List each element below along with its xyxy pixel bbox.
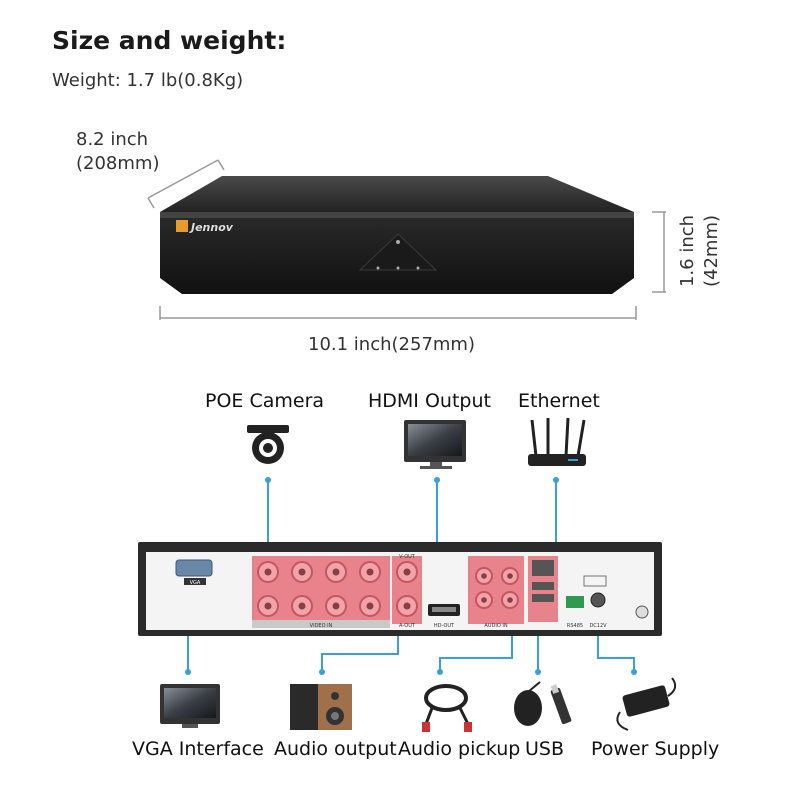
bnc-port-top-1-center [264, 568, 272, 576]
bnc-port-top-4-center [366, 568, 374, 576]
height-inch: 1.6 inch [677, 214, 698, 288]
usb-port-1 [532, 582, 554, 590]
svg-text:Jennov: Jennov [189, 221, 234, 234]
bnc-port-top-2-center [298, 568, 306, 576]
label-poe-camera: POE Camera [205, 390, 325, 412]
label-ethernet: Ethernet [518, 390, 600, 412]
bnc-port-top-3-center [332, 568, 340, 576]
power-adapter-icon [616, 677, 677, 731]
hd-out-label: HD-OUT [434, 623, 455, 629]
a-out-label: A-OUT [399, 623, 416, 629]
label-hdmi-output: HDMI Output [368, 390, 491, 412]
section-title: Size and weight: [52, 26, 287, 55]
nvr-front-view: Jennov [160, 176, 634, 294]
v-out-port-center [403, 568, 411, 576]
rca-cable-icon [422, 684, 472, 732]
audio-in-label: AUDIO IN [484, 623, 507, 629]
bnc-port-bottom-4-center [366, 602, 374, 610]
video-in-label: VIDEO IN [310, 623, 333, 629]
vga-port: VGA [175, 559, 213, 586]
label-audio-output: Audio output [274, 738, 397, 760]
height-mm: (42mm) [701, 214, 722, 288]
label-usb: USB [525, 738, 565, 760]
a-out-port-center [403, 602, 411, 610]
speaker-icon [290, 684, 352, 730]
monitor-icon [404, 420, 466, 469]
bnc-port-bottom-2-center [298, 602, 306, 610]
rs485-label: RS485 [567, 623, 583, 629]
nvr-rear-panel: VGA VIDEO IN V-OUT A-OUT HD-OUT AUDIO IN… [138, 542, 662, 636]
audio-ports [475, 567, 519, 609]
jennov-logo: Jennov [176, 220, 234, 234]
audio-in-port-3-center [481, 597, 487, 603]
depth-inch: 8.2 inch [76, 129, 149, 150]
depth-mm: (208mm) [76, 153, 160, 174]
router-icon [528, 417, 586, 466]
audio-in-port-1-center [481, 573, 487, 579]
ground-screw [635, 605, 649, 619]
bnc-port-bottom-3-center [332, 602, 340, 610]
height-dimension: 1.6 inch (42mm) [676, 206, 734, 296]
v-out-label: V-OUT [399, 554, 416, 560]
front-indicator-2 [396, 266, 400, 270]
dc12v-label: DC12V [589, 623, 607, 629]
usb-port-2 [532, 594, 554, 602]
rs485-terminal [566, 596, 584, 608]
weight-text: Weight: 1.7 lb(0.8Kg) [52, 70, 244, 91]
front-indicator-power [396, 240, 400, 244]
vga-monitor-icon [160, 684, 220, 728]
depth-dimension: 8.2 inch (208mm) [76, 128, 159, 176]
hdmi-port: HD-OUT [428, 604, 460, 629]
height-bracket [652, 211, 666, 293]
front-indicator-1 [376, 266, 380, 270]
front-indicator-3 [416, 266, 420, 270]
bnc-port-bottom-1-center [264, 602, 272, 610]
audio-in-panel [468, 556, 524, 624]
poe-camera-icon [247, 425, 289, 464]
depth-bracket [147, 159, 225, 209]
bnc-ports [257, 561, 418, 617]
label-audio-pickup: Audio pickup [398, 738, 521, 760]
label-power-supply: Power Supply [591, 738, 720, 760]
label-vga-interface: VGA Interface [132, 738, 264, 760]
audio-in-port-2-center [507, 573, 513, 579]
dc-power-jack [590, 592, 606, 608]
vga-port-label: VGA [190, 580, 201, 586]
lan-port [532, 560, 554, 576]
width-dimension: 10.1 inch(257mm) [308, 334, 475, 355]
audio-in-port-4-center [507, 597, 513, 603]
width-bracket [159, 306, 637, 320]
mouse-usb-icon [514, 681, 572, 726]
